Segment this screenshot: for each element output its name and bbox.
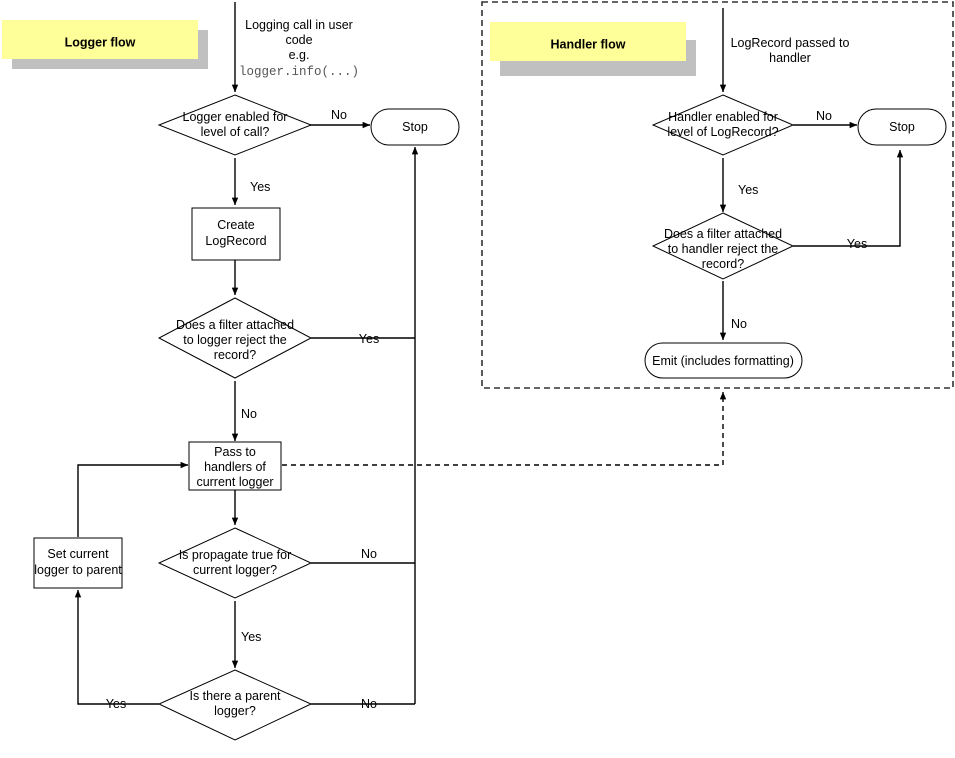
edge-label-is-propagate-yes: Yes — [241, 630, 261, 644]
logger-flow-label-box — [2, 20, 198, 59]
edge-label-logger-enabled-no: No — [331, 108, 347, 122]
node-logger-filter-shape — [157, 297, 313, 379]
node-pass-to-handlers-shape — [188, 441, 282, 491]
node-has-parent-line2: logger? — [214, 704, 256, 718]
node-create-logrecord-shape — [191, 207, 281, 261]
node-handler-enabled-line2: level of LogRecord? — [667, 125, 778, 139]
logger-entry-annotation-line2: code — [285, 33, 312, 47]
edge-label-is-propagate-no: No — [361, 547, 377, 561]
node-logger-stop-shape — [370, 108, 460, 146]
node-is-propagate-line2: current logger? — [193, 563, 277, 577]
node-pass-to-handlers-line1: Pass to — [214, 445, 256, 459]
node-logger-filter-line3: record? — [214, 348, 256, 362]
handler-flow-group-border — [481, 1, 954, 389]
node-set-parent-line1: Set current — [47, 547, 109, 561]
edge-label-handler-enabled-yes: Yes — [738, 183, 758, 197]
node-logger-enabled-line1: Logger enabled for — [183, 110, 288, 124]
logger-entry-annotation-code: logger.info(...) — [239, 65, 359, 79]
connector-handler-filter-yes-to-stop — [793, 149, 904, 247]
node-handler-stop-shape — [857, 108, 947, 146]
edge-label-has-parent-no: No — [361, 697, 377, 711]
node-handler-enabled-shape — [651, 94, 795, 156]
node-logger-filter-line2: to logger reject the — [183, 333, 287, 347]
edge-label-logger-filter-yes: Yes — [359, 332, 379, 346]
connector-set-parent-to-pass — [77, 461, 189, 537]
node-is-propagate-line1: Is propagate true for — [179, 548, 292, 562]
handler-flow-label-box — [490, 22, 686, 61]
node-has-parent-shape — [157, 669, 313, 741]
node-set-parent-line2: logger to parent — [34, 563, 122, 577]
node-handler-filter-line2: to handler reject the — [668, 242, 779, 256]
node-logger-stop-label: Stop — [402, 120, 428, 134]
node-logger-enabled-shape — [157, 94, 313, 156]
handler-entry-annotation-line2: handler — [769, 51, 811, 65]
edge-label-handler-enabled-no: No — [816, 109, 832, 123]
node-handler-filter-line3: record? — [702, 257, 744, 271]
handler-flow-label-text: Handler flow — [550, 37, 625, 51]
node-handler-enabled-line1: Handler enabled for — [668, 110, 778, 124]
node-set-parent-shape — [33, 537, 123, 589]
node-pass-to-handlers-line2: handlers of — [204, 460, 266, 474]
edge-label-has-parent-yes: Yes — [106, 697, 126, 711]
handler-entry-annotation-line1: LogRecord passed to — [731, 36, 850, 50]
node-handler-stop-label: Stop — [889, 120, 915, 134]
node-emit-shape — [644, 342, 803, 379]
node-pass-to-handlers-line3: current logger — [196, 475, 273, 489]
node-create-logrecord-line2: LogRecord — [205, 234, 266, 248]
node-emit-label: Emit (includes formatting) — [652, 354, 794, 368]
edge-label-logger-enabled-yes: Yes — [250, 180, 270, 194]
node-has-parent-line1: Is there a parent — [189, 689, 281, 703]
logger-entry-annotation-line3: e.g. — [289, 48, 310, 62]
node-logger-filter-line1: Does a filter attached — [176, 318, 294, 332]
node-logger-enabled-line2: level of call? — [201, 125, 270, 139]
edge-label-logger-filter-no: No — [241, 407, 257, 421]
node-create-logrecord-line1: Create — [217, 218, 255, 232]
logger-entry-annotation-line1: Logging call in user — [245, 18, 353, 32]
node-is-propagate-shape — [157, 527, 313, 599]
edge-label-handler-filter-yes: Yes — [847, 237, 867, 251]
node-handler-filter-shape — [651, 212, 795, 280]
connector-pass-to-handler-flow — [282, 391, 727, 466]
node-handler-filter-line1: Does a filter attached — [664, 227, 782, 241]
connector-has-parent-yes-to-set-parent — [74, 589, 159, 705]
edge-label-handler-filter-no: No — [731, 317, 747, 331]
logger-flow-label-text: Logger flow — [65, 35, 136, 49]
